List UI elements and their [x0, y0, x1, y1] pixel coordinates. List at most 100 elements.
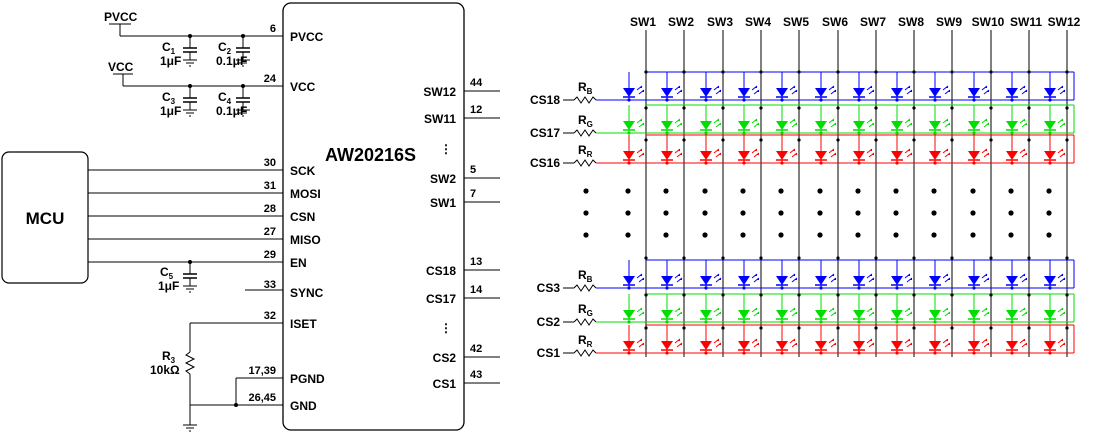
ellipsis-dot: [817, 188, 823, 194]
left-pin-number: 32: [264, 310, 276, 322]
capacitor-label: C4: [218, 90, 232, 106]
ellipsis-dot: [1046, 232, 1052, 238]
left-pin-name: PGND: [290, 372, 325, 386]
cs-label: CS18: [530, 93, 560, 107]
power-wiring: [109, 23, 283, 87]
junction-dot: [950, 106, 954, 110]
ellipsis-dot: [1008, 188, 1014, 194]
led: [623, 72, 645, 102]
right-pin-number: 44: [470, 77, 483, 89]
junction-dot: [989, 293, 993, 297]
left-pin-number: 26,45: [248, 392, 276, 404]
led: [929, 325, 951, 355]
led: [1044, 135, 1066, 165]
left-pin-number: 31: [264, 180, 276, 192]
junction-dot: [1027, 70, 1031, 74]
ellipsis-dot: [1008, 232, 1014, 238]
row-resistor-label: RG: [578, 302, 593, 318]
junction-dot: [759, 106, 763, 110]
right-pin-number: 13: [470, 256, 482, 268]
switch-label: SW2: [668, 15, 694, 29]
left-pin-name: MISO: [290, 233, 321, 247]
led: [968, 260, 990, 290]
led: [776, 260, 798, 290]
junction-dot: [989, 106, 993, 110]
ellipsis-dot: [893, 232, 899, 238]
ellipsis-dot: [855, 232, 861, 238]
chip-title: AW20216S: [325, 145, 416, 165]
junction-dot: [836, 256, 840, 260]
led: [1006, 135, 1028, 165]
ellipsis-dot: [931, 210, 937, 216]
chip-ellipsis-top: ⋮: [440, 142, 452, 156]
ellipsis-dot: [893, 210, 899, 216]
capacitor-value: 0.1μF: [216, 104, 247, 118]
led: [968, 135, 990, 165]
junction-dot: [682, 326, 686, 330]
led: [891, 105, 913, 135]
led: [776, 135, 798, 165]
left-pin-number: 17,39: [248, 365, 276, 377]
led: [700, 260, 722, 290]
capacitor-value: 0.1μF: [216, 54, 247, 68]
left-pin-name: ISET: [290, 317, 317, 331]
r3-value: 10kΩ: [150, 363, 180, 377]
chip-right-pins: 44SW1212SW115SW27SW113CS1814CS1742CS243C…: [423, 77, 500, 391]
junction-dot: [874, 106, 878, 110]
capacitor-label: C1: [162, 40, 176, 56]
pvcc-net-label: PVCC: [104, 10, 138, 24]
junction-dot: [644, 256, 648, 260]
led: [623, 260, 645, 290]
junction-dot: [644, 293, 648, 297]
junction-dot: [682, 293, 686, 297]
junction-dot: [797, 293, 801, 297]
junction-dot: [874, 293, 878, 297]
junction-dot: [950, 70, 954, 74]
junction-dot: [682, 256, 686, 260]
junction-dot: [912, 138, 916, 142]
led: [776, 72, 798, 102]
left-pin-name: VCC: [290, 80, 316, 94]
capacitor-label: C2: [218, 40, 232, 56]
junction-dot: [721, 138, 725, 142]
junction-dot: [1027, 138, 1031, 142]
ellipsis-dot: [778, 232, 784, 238]
led: [891, 325, 913, 355]
ellipsis-dot: [625, 188, 631, 194]
led: [623, 105, 645, 135]
junction-dot: [912, 106, 916, 110]
ellipsis-dot: [855, 188, 861, 194]
led: [891, 72, 913, 102]
switch-label: SW9: [936, 15, 962, 29]
junction-dot: [836, 326, 840, 330]
junction-dot: [836, 70, 840, 74]
led: [968, 325, 990, 355]
ellipsis-dot: [855, 210, 861, 216]
junction-dot: [912, 70, 916, 74]
left-pin-name: CSN: [290, 210, 315, 224]
switch-label: SW4: [745, 15, 771, 29]
junction-dot: [950, 293, 954, 297]
left-pin-number: 28: [264, 203, 276, 215]
row-resistor-label: RB: [578, 268, 593, 284]
led: [815, 135, 837, 165]
junction-dot: [1027, 293, 1031, 297]
mcu-block: [1, 151, 89, 284]
switch-label: SW10: [972, 15, 1005, 29]
led: [1006, 72, 1028, 102]
junction-dot: [989, 138, 993, 142]
right-pin-number: 43: [470, 369, 482, 381]
left-pin-name: SCK: [290, 164, 316, 178]
junction-dot: [644, 326, 648, 330]
junction-dot: [1065, 256, 1069, 260]
right-pin-number: 14: [470, 284, 483, 296]
left-pin-number: 24: [264, 73, 277, 85]
cs-label: CS2: [537, 315, 561, 329]
led: [738, 105, 760, 135]
right-pin-number: 5: [470, 164, 476, 176]
junction-dot: [912, 293, 916, 297]
junction-dot: [797, 256, 801, 260]
led: [1044, 260, 1066, 290]
